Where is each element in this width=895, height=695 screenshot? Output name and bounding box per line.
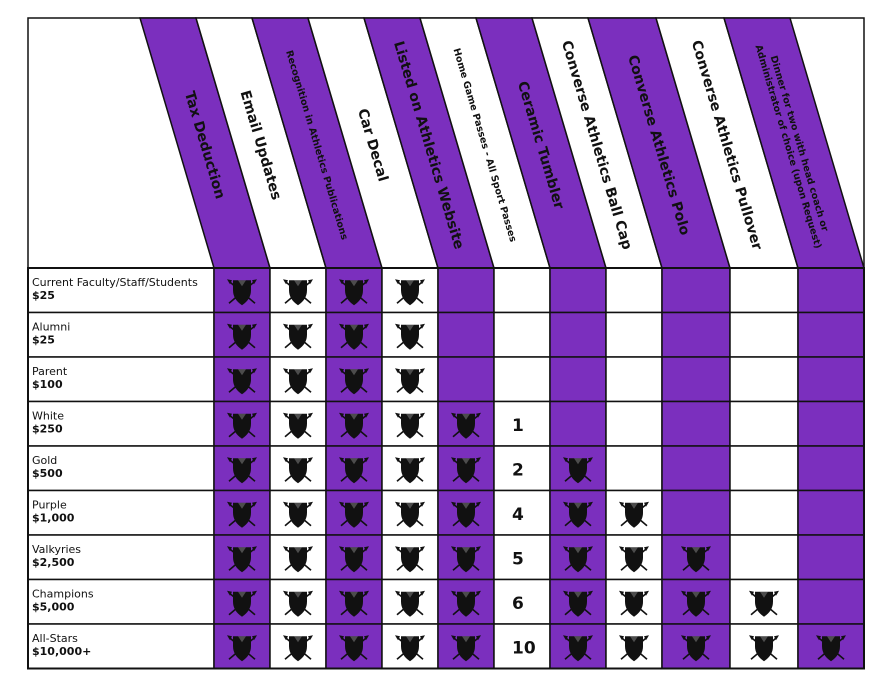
benefit-cell (797, 311, 865, 358)
benefit-cell (549, 400, 607, 447)
benefit-cell (797, 445, 865, 492)
tumbler-count: 1 (512, 416, 524, 436)
benefit-cell (661, 267, 731, 314)
tier-label-cell (27, 311, 215, 358)
benefit-cell (661, 400, 731, 447)
tumbler-count: 2 (512, 460, 524, 480)
tier-amount: $250 (32, 423, 63, 436)
tier-name: Valkyries (32, 543, 81, 556)
tier-name: Alumni (32, 321, 70, 334)
tier-amount: $25 (32, 289, 55, 302)
tier-amount: $10,000+ (32, 645, 91, 658)
benefit-cell (437, 356, 495, 403)
benefit-cell (797, 356, 865, 403)
tier-amount: $500 (32, 467, 63, 480)
tier-name: All-Stars (32, 632, 78, 645)
tumbler-count: 6 (512, 594, 524, 614)
benefit-cell (797, 267, 865, 314)
tier-amount: $2,500 (32, 556, 75, 569)
benefit-cell (661, 356, 731, 403)
benefit-cell (797, 578, 865, 625)
tier-amount: $1,000 (32, 512, 75, 525)
tier-name: Parent (32, 365, 68, 378)
tier-label-cell (27, 400, 215, 447)
benefit-cell (661, 489, 731, 536)
benefit-cell (549, 311, 607, 358)
benefit-cell (437, 267, 495, 314)
benefit-cell (549, 267, 607, 314)
tier-amount: $100 (32, 378, 63, 391)
tier-label-cell (27, 489, 215, 536)
tumbler-count: 10 (512, 638, 536, 658)
table-border (27, 267, 865, 670)
benefit-cell (549, 356, 607, 403)
tier-amount: $5,000 (32, 601, 75, 614)
benefit-cell (661, 445, 731, 492)
benefit-cell (797, 534, 865, 581)
benefit-cell (437, 311, 495, 358)
benefit-cell (661, 311, 731, 358)
benefit-cell (797, 489, 865, 536)
tumbler-count: 4 (512, 505, 524, 525)
tier-name: White (32, 410, 64, 423)
tier-label-cell (27, 267, 215, 314)
tier-amount: $25 (32, 334, 55, 347)
tier-name: Purple (32, 499, 67, 512)
tier-name: Current Faculty/Staff/Students (32, 276, 198, 289)
tumbler-count: 5 (512, 549, 524, 569)
benefit-cell (797, 400, 865, 447)
tier-name: Champions (32, 588, 94, 601)
tier-name: Gold (32, 454, 57, 467)
